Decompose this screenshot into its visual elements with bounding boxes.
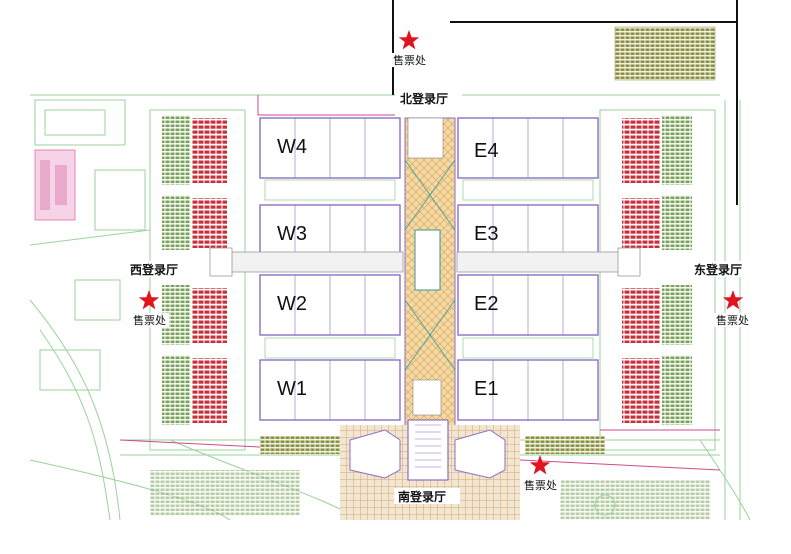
west-halls xyxy=(259,117,401,421)
ticket-office-label: 售票处 xyxy=(133,313,166,327)
red-star-icon xyxy=(722,290,744,310)
connector-bridges xyxy=(209,247,641,277)
north-registration-label: 北登录厅 xyxy=(400,91,448,106)
hall-w4-label: W4 xyxy=(277,136,307,158)
red-star-icon xyxy=(529,455,551,475)
hall-e3-label: E3 xyxy=(474,223,498,245)
hall-labels: W4 W3 W2 W1 E4 E3 E2 E1 xyxy=(277,136,498,400)
south-registration-label: 南登录厅 xyxy=(398,489,446,504)
ticket-office-label: 售票处 xyxy=(393,53,426,67)
ticket-office-south: 售票处 xyxy=(521,455,561,492)
ticket-office-west: 售票处 xyxy=(131,290,169,327)
hall-w1-label: W1 xyxy=(277,378,307,400)
red-star-icon xyxy=(138,290,160,310)
hall-e4-label: E4 xyxy=(474,140,498,162)
ticket-office-east: 售票处 xyxy=(713,290,753,327)
north-boundary xyxy=(392,0,738,205)
west-building-cluster xyxy=(34,149,76,221)
hall-e2-label: E2 xyxy=(474,293,498,315)
south-entrance xyxy=(340,419,520,520)
red-star-icon xyxy=(398,30,420,50)
west-registration-label: 西登录厅 xyxy=(130,262,178,277)
hall-w2-label: W2 xyxy=(277,293,307,315)
central-concourse xyxy=(404,117,456,429)
south-parking xyxy=(150,436,710,520)
west-parking xyxy=(162,115,227,425)
ticket-office-label: 售票处 xyxy=(524,478,557,492)
ticket-office-label: 售票处 xyxy=(716,313,749,327)
hall-w3-label: W3 xyxy=(277,223,307,245)
north-east-parking xyxy=(614,26,716,81)
registration-labels: 北登录厅 西登录厅 东登录厅 南登录厅 xyxy=(126,91,756,504)
east-registration-label: 东登录厅 xyxy=(694,262,742,277)
ticket-office-north: 售票处 xyxy=(391,30,429,67)
east-parking xyxy=(622,115,692,425)
hall-e1-label: E1 xyxy=(474,378,498,400)
